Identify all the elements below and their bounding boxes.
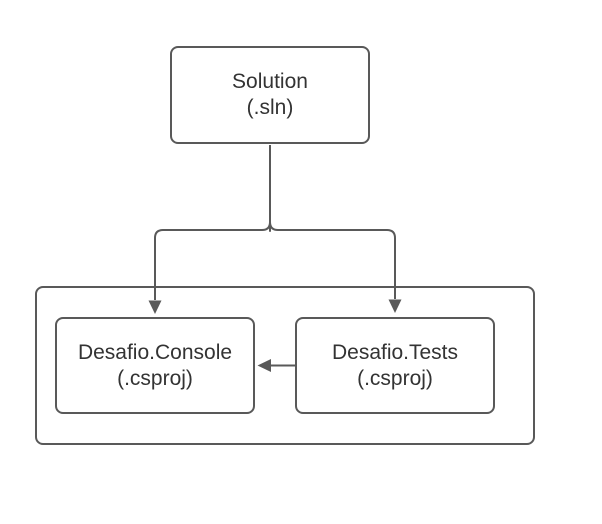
node-desafio-console: Desafio.Console (.csproj)	[55, 317, 255, 414]
node-desafio-tests-subtitle: (.csproj)	[357, 366, 433, 390]
node-desafio-tests: Desafio.Tests (.csproj)	[295, 317, 495, 414]
node-solution: Solution (.sln)	[170, 46, 370, 144]
connector-solution-to-console	[154, 145, 271, 300]
node-solution-subtitle: (.sln)	[246, 96, 294, 119]
node-desafio-console-title: Desafio.Console	[77, 340, 233, 364]
connector-solution-to-tests	[269, 145, 396, 299]
node-desafio-tests-title: Desafio.Tests	[331, 340, 459, 364]
node-solution-title: Solution	[232, 70, 308, 93]
node-desafio-console-subtitle: (.csproj)	[117, 366, 193, 390]
